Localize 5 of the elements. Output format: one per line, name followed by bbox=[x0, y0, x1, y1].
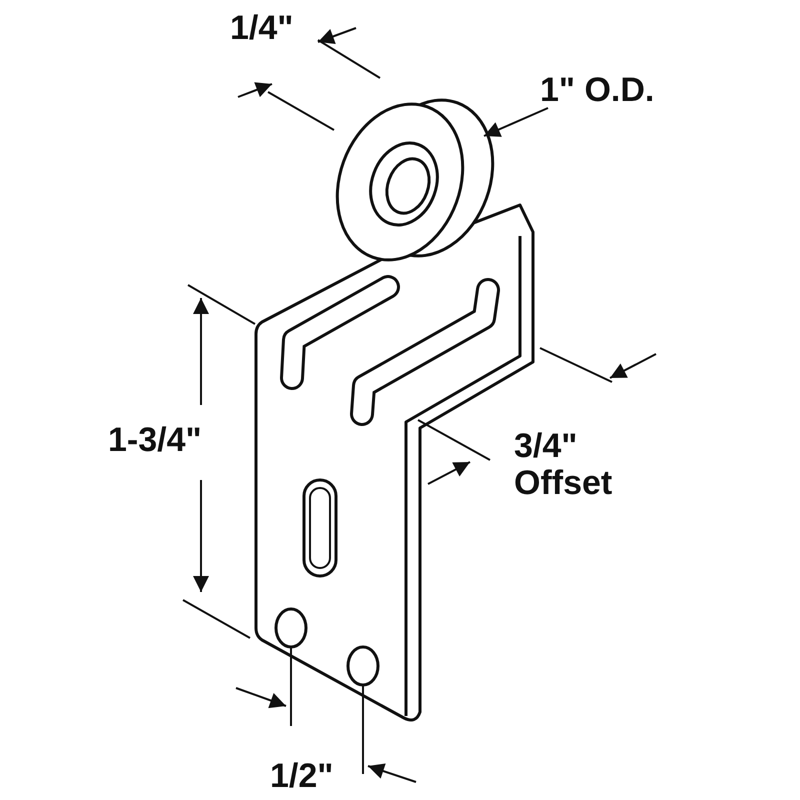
dimension-label: 3/4" Offset bbox=[514, 428, 614, 503]
dimension-label: 1" O.D. bbox=[540, 72, 654, 110]
dimension-label: 1/4" bbox=[230, 10, 294, 48]
dimension-label: 1-3/4" bbox=[108, 422, 202, 460]
dimension-label: 1/2" bbox=[270, 758, 334, 796]
